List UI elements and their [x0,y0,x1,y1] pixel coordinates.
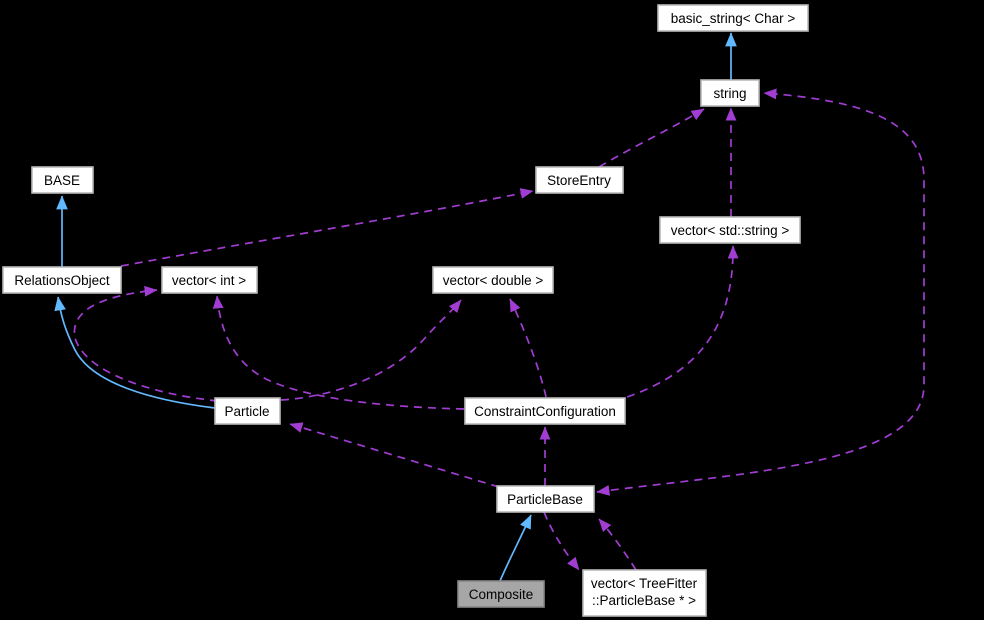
svg-text:Composite: Composite [469,587,534,602]
svg-text:::ParticleBase * >: ::ParticleBase * > [592,593,696,608]
edge-particle-to-vector-double [280,299,462,401]
edge-particlebase-to-vector-treefitter [543,511,580,571]
node-composite-current: Composite [457,580,545,608]
edge-particle-to-vector-int [73,285,219,402]
node-particlebase[interactable]: ParticleBase [496,485,595,513]
edge-vector-treefitter-to-particlebase [598,518,637,571]
node-basic-string[interactable]: basic_string< Char > [657,4,809,32]
node-vector-treefitter-particlebase[interactable]: vector< TreeFitter ::ParticleBase * > [582,569,707,617]
svg-text:ConstraintConfiguration: ConstraintConfiguration [474,404,616,419]
node-relationsobject[interactable]: RelationsObject [2,266,122,294]
svg-text:string: string [713,86,746,101]
svg-text:Particle: Particle [224,404,269,419]
svg-text:basic_string< Char >: basic_string< Char > [671,11,796,26]
node-constraintconfiguration[interactable]: ConstraintConfiguration [464,397,626,425]
node-particle[interactable]: Particle [214,397,281,425]
edge-constraintconfiguration-to-vector-double [509,298,547,398]
svg-text:vector< double >: vector< double > [443,273,544,288]
node-vector-int[interactable]: vector< int > [161,266,258,294]
svg-text:vector< TreeFitter: vector< TreeFitter [591,576,698,591]
svg-text:RelationsObject: RelationsObject [14,273,110,288]
node-string[interactable]: string [700,79,760,107]
svg-text:ParticleBase: ParticleBase [507,492,583,507]
node-storeentry[interactable]: StoreEntry [535,166,624,194]
svg-text:BASE: BASE [44,173,80,188]
svg-text:vector< std::string >: vector< std::string > [671,223,790,238]
node-base[interactable]: BASE [31,166,94,194]
edge-composite-to-particlebase [499,514,532,582]
edge-particle-to-relationsobject [54,296,216,409]
node-vector-double[interactable]: vector< double > [432,266,554,294]
svg-text:vector< int >: vector< int > [172,273,246,288]
svg-text:StoreEntry: StoreEntry [547,173,611,188]
edge-relationsobject-to-storeentry [120,188,534,267]
node-vector-std-string[interactable]: vector< std::string > [659,216,801,244]
